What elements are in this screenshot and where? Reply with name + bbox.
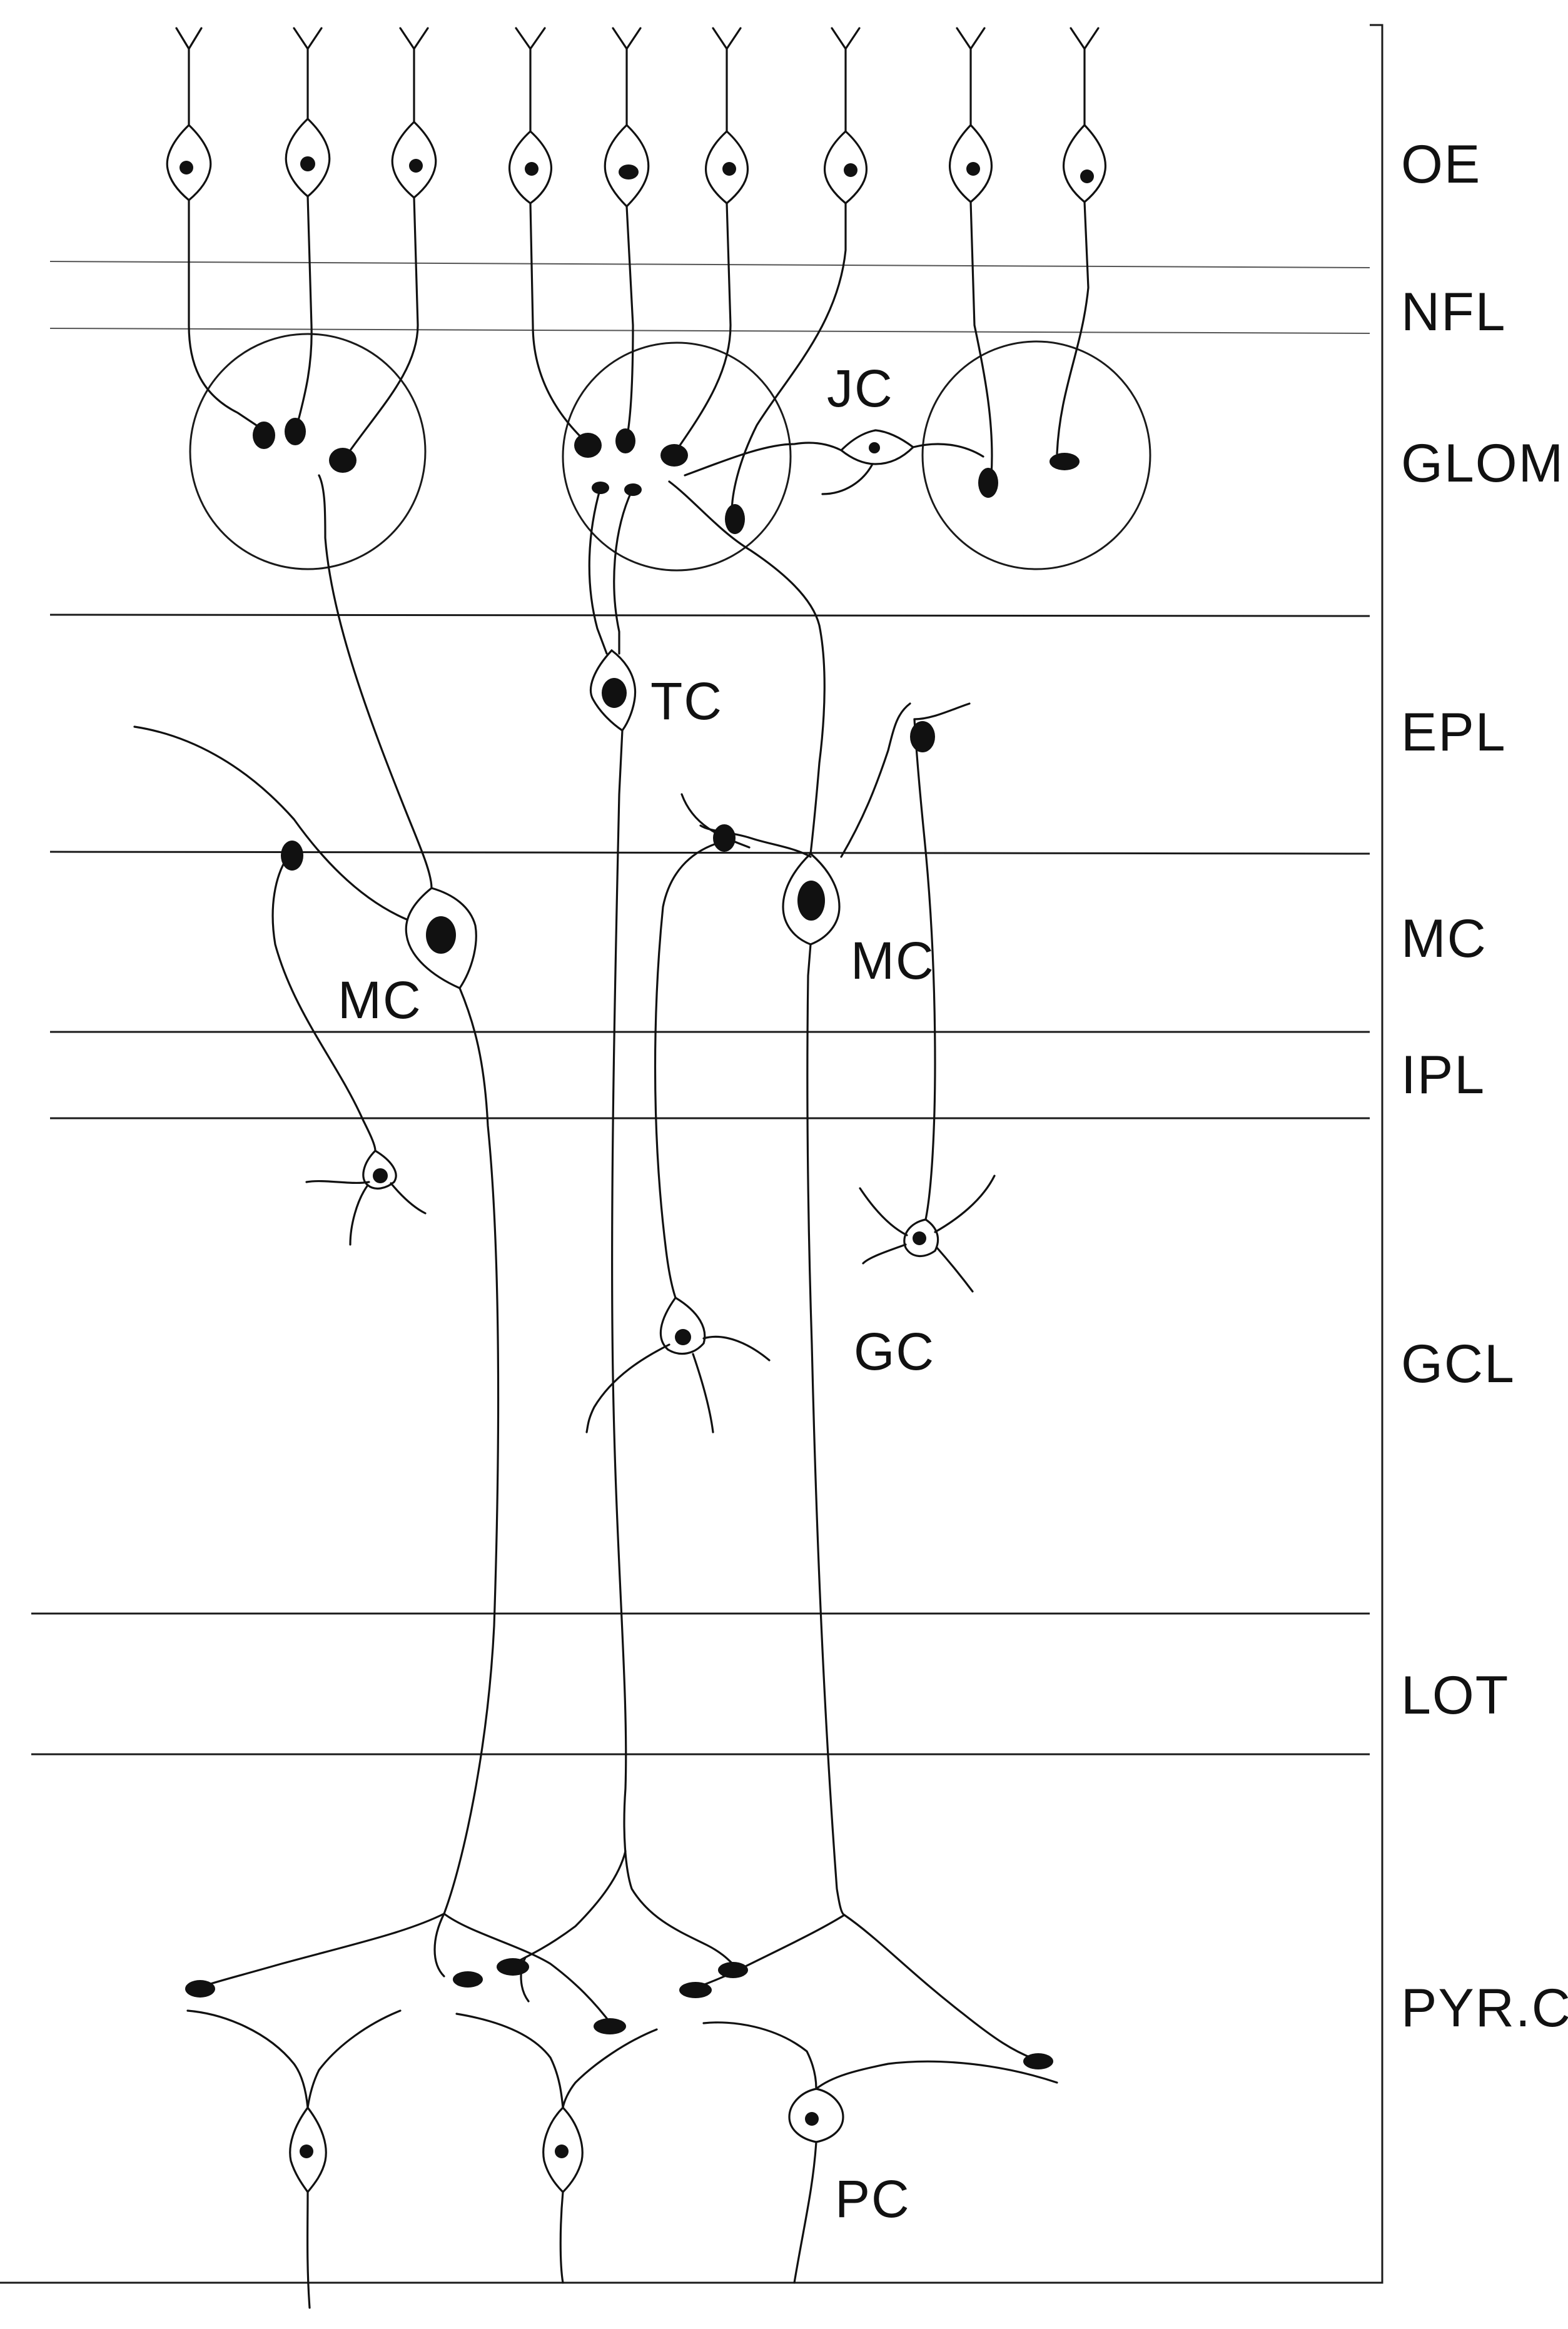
- receptor-neuron: [605, 28, 649, 453]
- granule-cell: [587, 824, 769, 1432]
- layer-label-nfl: NFL: [1401, 282, 1506, 342]
- receptor-neuron: [660, 28, 747, 467]
- layer-label-gcl: GCL: [1401, 1334, 1515, 1394]
- cell-label-tc: TC: [650, 672, 723, 730]
- mitral-cell-left: [134, 475, 626, 2034]
- layer-label-lot: LOT: [1401, 1665, 1509, 1725]
- receptor-neuron: [1050, 28, 1105, 470]
- layer-label-oe: OE: [1401, 134, 1481, 195]
- layer-label-mc: MC: [1401, 909, 1487, 969]
- receptor-neuron: [950, 28, 998, 498]
- granule-cell: [860, 704, 994, 1291]
- cell-label-gc: GC: [854, 1322, 935, 1381]
- pyramidal-cells: [188, 2011, 1057, 2308]
- receptor-neuron: [329, 28, 436, 473]
- cell-labels: JC TC MC MC GC PC: [338, 359, 935, 2228]
- layer-labels: OE NFL GLOM EPL MC IPL GCL LOT PYR.C: [1401, 134, 1568, 2038]
- cell-label-jc: JC: [827, 359, 894, 418]
- boundary-oe-nfl: [50, 261, 1370, 268]
- mitral-cell-right: [669, 482, 1053, 2069]
- boundary-nfl-glom: [50, 328, 1370, 333]
- pyramidal-cell: [188, 2011, 400, 2308]
- cell-label-mc-left: MC: [338, 971, 422, 1029]
- receptor-neurons: [167, 28, 1105, 534]
- glomerulus-right: [923, 341, 1150, 569]
- right-border: [1370, 25, 1382, 2283]
- cell-label-mc-right: MC: [851, 931, 935, 990]
- cell-label-pc: PC: [835, 2170, 911, 2228]
- receptor-neuron: [725, 28, 866, 534]
- layer-label-ipl: IPL: [1401, 1045, 1485, 1105]
- receptor-neuron: [285, 28, 330, 445]
- granule-cell: [273, 841, 425, 1245]
- layer-label-epl: EPL: [1401, 702, 1507, 762]
- receptor-neuron: [510, 28, 602, 458]
- layer-boundaries: [31, 261, 1370, 1754]
- layer-label-glom: GLOM: [1401, 433, 1564, 493]
- juxtaglomerular-cell: [685, 430, 983, 494]
- pyramidal-cell: [704, 2023, 1057, 2283]
- receptor-neuron: [167, 28, 275, 449]
- boundary-glom-epl: [50, 615, 1370, 616]
- glomerulus-left: [190, 334, 425, 569]
- layer-label-pyrc: PYR.C: [1401, 1978, 1568, 2038]
- pyramidal-cell: [457, 2014, 657, 2283]
- boundary-epl-mc: [50, 852, 1370, 854]
